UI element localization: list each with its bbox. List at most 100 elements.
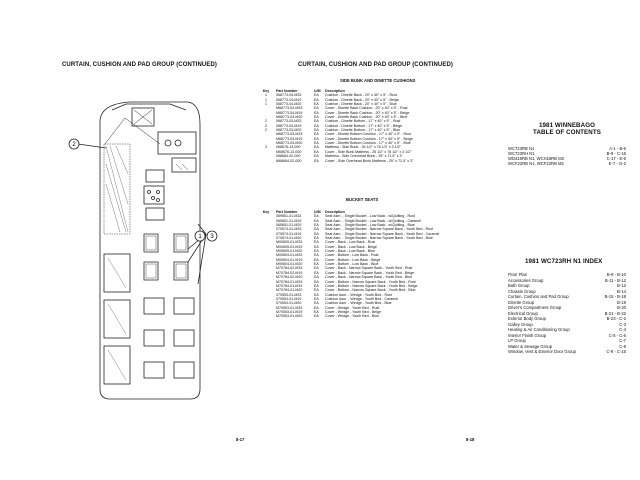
row-part-number: M68773-04-M19 [276,110,303,115]
row-description: Cover - Back - Narrow Square Back - Yout… [325,266,413,271]
index-entry-pages: B-23 - C-2 [606,316,626,321]
row-part-number: 069651-01-M19 [276,218,302,223]
row-part-number: M70784-02-M33 [276,266,303,271]
row-part-number: 068773-04-M19 [276,97,302,102]
row-description: Cover - Bottom - Narrow Square Back - Yo… [325,288,416,293]
row-key: 3 [265,145,267,150]
row-um: EA [314,262,319,267]
toc-entry-pages: A-1 - B-6 [609,146,626,151]
index-entry-label: Floor Plan [508,272,528,277]
row-part-number: 068676-13-000 [276,145,301,150]
row-part-number: 068684-02-000 [276,154,301,159]
row-um: EA [314,141,319,146]
index-entry-label: Driver's Compartment Group [508,305,562,310]
row-um: EA [314,301,319,306]
index-entry-label: LP Group [508,338,526,343]
row-um: EA [314,240,319,245]
col-um: U/M [314,89,321,93]
row-um: EA [314,236,319,241]
col-key: Key [262,89,270,93]
row-description: Cushion - Dinette Back - 20" x 40" x 5" … [325,102,397,107]
index-entry-label: Electrical Group [508,310,538,316]
row-um: EA [314,158,319,163]
row-um: EA [314,154,319,159]
row-um: EA [314,309,319,314]
row-key: 1 [265,93,267,98]
row-part-number: M00604-01-M20 [276,262,303,267]
row-part-number: M70784-01-M33 [276,279,303,284]
row-key [262,314,270,318]
row-description: Seat Asm. - Single Bucket - Low Back - w… [325,218,422,223]
side-bunk-table-title: SIDE BUNK AND DINETTE CUSHIONS [340,78,416,83]
index-entry-label: Dinette Group [508,299,535,305]
row-key: 2 [265,123,267,128]
row-part-number: 068773-04-M20 [276,102,302,107]
row-part-number: 069651-01-M33 [276,214,302,219]
row-description: Cover - Dinette Bottom Cushion - 17" x 4… [325,136,413,141]
bucket-seats-table: Key Part Number U/M Description 069651-0… [262,210,440,319]
index-entry-label: Galley Group [508,321,533,327]
row-part-number: M68773-03-M19 [276,136,303,141]
row-part-number: M00604-01-M33 [276,253,303,258]
row-part-number: M00605-01-M33 [276,240,303,245]
col-part: Part Number [276,89,298,93]
row-description: Mattress - Side Overhead Bunk - 25" x 71… [325,154,403,159]
index-entry-pages: C-9 - C-16 [606,349,626,354]
row-description: Mattress - Side Bunk - 26 1/2" x 76 1/2"… [325,145,401,150]
left-page-number: 8-17 [236,437,245,442]
row-part-number: M68773-04-M33 [276,106,303,111]
row-part-number: M68684-02-000 [276,158,302,163]
index-entry-pages: B-13 [617,283,626,288]
row-description: Cover - Dinette Back Cushion - 20" x 40"… [325,110,410,115]
row-part-number: M70784-01-M20 [276,288,303,293]
index-entry-pages: B-15 - B-18 [604,294,626,299]
row-part-number: 070574-01-M19 [276,231,302,236]
row-um: EA [314,244,319,249]
row-um: EA [314,93,319,98]
row-description: Cover - Back - Low Back - Blue [325,249,375,254]
index-entry-label: Interior Finish Group [508,332,547,338]
index-entry-label: Accessories Group [508,277,544,283]
row-description: Cover - Side Overhead Bunk Mattress - 25… [325,158,414,163]
row-um: EA [314,115,319,120]
table-row: 068684-02-000 EA Mattress - Side Overhead … [262,154,413,158]
toc-entry-label: WD418RB N1, WCH18RB M2 [508,156,565,162]
floor-plan-diagram: 2 1 3 [68,101,218,400]
row-um: EA [314,227,319,232]
row-description: Cushion Asm. - Wedge - Youth Bed - Blue [325,301,392,306]
row-description: Cover - Wedge - Youth Bed - Beige [325,309,382,314]
row-part-number: 069651-01-M20 [276,223,302,228]
index-entry-label: Heating & Air Conditioning Group [508,327,570,332]
row-um: EA [314,214,319,219]
row-um: EA [314,296,319,301]
row-description: Cover - Back - Narrow Square Back - Yout… [325,270,415,275]
col-part: Part Number [276,210,298,214]
row-part-number: M70553-01-M33 [276,305,303,310]
row-description: Cover - Back - Low Back - Beige [325,244,377,249]
index-title: 1981 WC723RH N1 INDEX [525,258,603,265]
callout-1-circle [194,230,206,242]
row-description: Cover - Dinette Back Cushion - 20" x 40"… [325,115,408,120]
row-part-number: 068773-03-M19 [276,123,302,128]
toc-entry-pages: B-9 - C-16 [606,151,626,157]
